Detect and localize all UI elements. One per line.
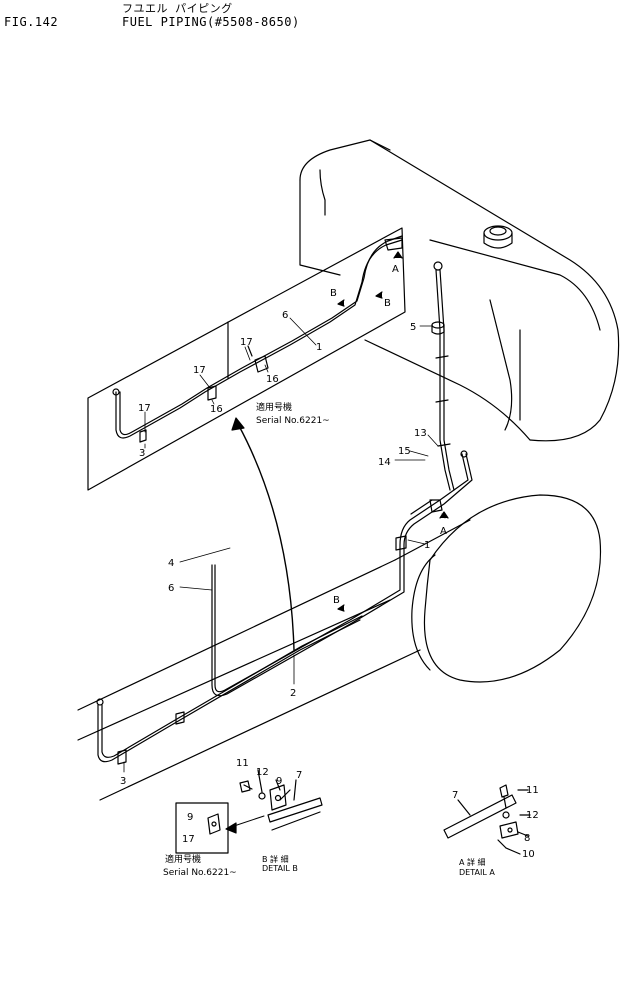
marker-arrow-b1 (337, 299, 345, 307)
fuel-tank (299, 139, 620, 442)
figure-number: FIG.142 (4, 15, 59, 29)
callout-9-inset: 9 (187, 812, 193, 823)
lower-fuel-pipe (96, 615, 363, 765)
callout-15: 15 (398, 446, 411, 457)
callout-1-upper: 1 (316, 342, 322, 353)
front-fuel-pipe (211, 450, 473, 697)
detail-a-label: DETAIL A (459, 868, 495, 877)
callout-1-lower: 1 (424, 540, 430, 551)
callout-17-left: 17 (138, 403, 151, 414)
upper-fuel-pipe (112, 235, 403, 443)
marker-arrow-a2 (439, 511, 449, 519)
callout-16-left: 16 (210, 404, 223, 415)
detail-b-label: DETAIL B (262, 864, 298, 873)
marker-a-upper: A (392, 264, 399, 275)
serial-note-lower: Serial No.6221~ (163, 868, 237, 878)
vertical-fuel-pipe (431, 261, 455, 491)
tank-filler-cap (483, 225, 513, 249)
callout-6-upper: 6 (282, 310, 288, 321)
detail-b-assembly (239, 769, 323, 831)
callout-17-middle: 17 (193, 365, 206, 376)
serial-note-upper-jp: 適用号機 (256, 401, 292, 413)
frame-line-upper (77, 559, 396, 711)
callout-4: 4 (168, 558, 174, 569)
callout-2: 2 (290, 688, 296, 699)
frame-line-middle (77, 599, 391, 741)
rear-panel-outline (87, 227, 406, 491)
serial-note-lower-jp: 適用号機 (165, 853, 201, 865)
marker-a-lower: A (440, 526, 447, 537)
callout-12-detail-a: 12 (526, 810, 539, 821)
detail-b-inset (175, 802, 265, 854)
figure-title: FUEL PIPING(#5508-8650) (122, 15, 300, 29)
marker-arrow-b2 (375, 291, 383, 299)
callout-7-detail-a: 7 (452, 790, 458, 801)
frame-line-right (394, 519, 471, 561)
title-katakana: フユエル パイピング (122, 2, 233, 15)
serial-arrow-head (231, 417, 245, 431)
detail-b-jp: B 詳 細 (262, 854, 289, 864)
marker-b-upper-left: B (330, 288, 337, 299)
tire (411, 494, 602, 683)
callout-13: 13 (414, 428, 427, 439)
callout-5: 5 (410, 322, 416, 333)
callout-12-detail-b: 12 (256, 767, 269, 778)
serial-note-upper: Serial No.6221~ (256, 416, 330, 426)
serial-arrow-line (237, 423, 295, 651)
callout-6-lower: 6 (168, 583, 174, 594)
frame-line-lower (99, 649, 421, 801)
callout-11-detail-a: 11 (526, 785, 539, 796)
callout-3-lower: 3 (120, 776, 126, 787)
marker-arrow-b3 (337, 604, 345, 612)
callout-10: 10 (522, 849, 535, 860)
callout-9-detail-b: 9 (276, 776, 282, 787)
callout-8: 8 (524, 833, 530, 844)
detail-a-jp: A 詳 細 (459, 857, 486, 867)
callout-11-detail-b: 11 (236, 758, 249, 769)
callout-17-inset: 17 (182, 834, 195, 845)
callout-3-upper: 3 (139, 448, 145, 459)
leader-lines (123, 317, 446, 773)
marker-b-lower: B (333, 595, 340, 606)
marker-arrow-a1 (393, 251, 403, 259)
callout-16-right: 16 (266, 374, 279, 385)
callout-7-detail-b: 7 (296, 770, 302, 781)
marker-b-upper-right: B (384, 298, 391, 309)
callout-17-right: 17 (240, 337, 253, 348)
detail-a-assembly (443, 784, 531, 855)
callout-14: 14 (378, 457, 391, 468)
